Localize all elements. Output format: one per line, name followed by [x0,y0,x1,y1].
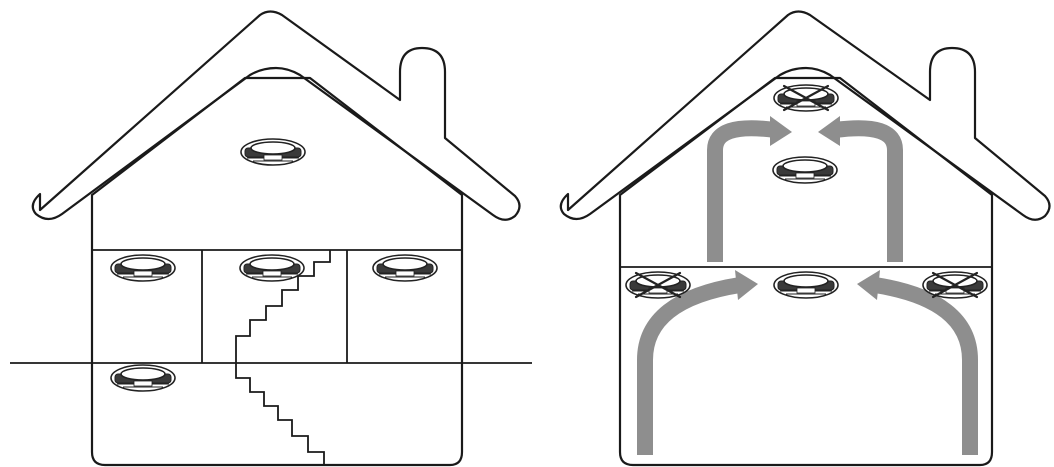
smoke-detector-icon [773,271,839,299]
left-house-outline [10,10,532,467]
airflow-arrow-icon [857,270,978,455]
crossed-smoke-detector-icon [773,84,839,112]
staircase [235,250,331,465]
crossed-smoke-detector-icon [625,271,691,299]
right-house-outline [559,10,1051,467]
airflow-arrow-icon [707,116,792,262]
smoke-detector-icon [110,364,176,392]
smoke-detector-icon [772,156,838,184]
right-house-panel [559,10,1051,467]
smoke-detector-icon [372,254,438,282]
smoke-detector-icon [110,254,176,282]
smoke-detector-icon [240,138,306,166]
left-house-panel [10,10,532,467]
airflow-arrow-icon [818,116,903,262]
airflow-arrow-icon [637,270,758,455]
crossed-smoke-detector-icon [922,271,988,299]
smoke-detector-icon [239,254,305,282]
